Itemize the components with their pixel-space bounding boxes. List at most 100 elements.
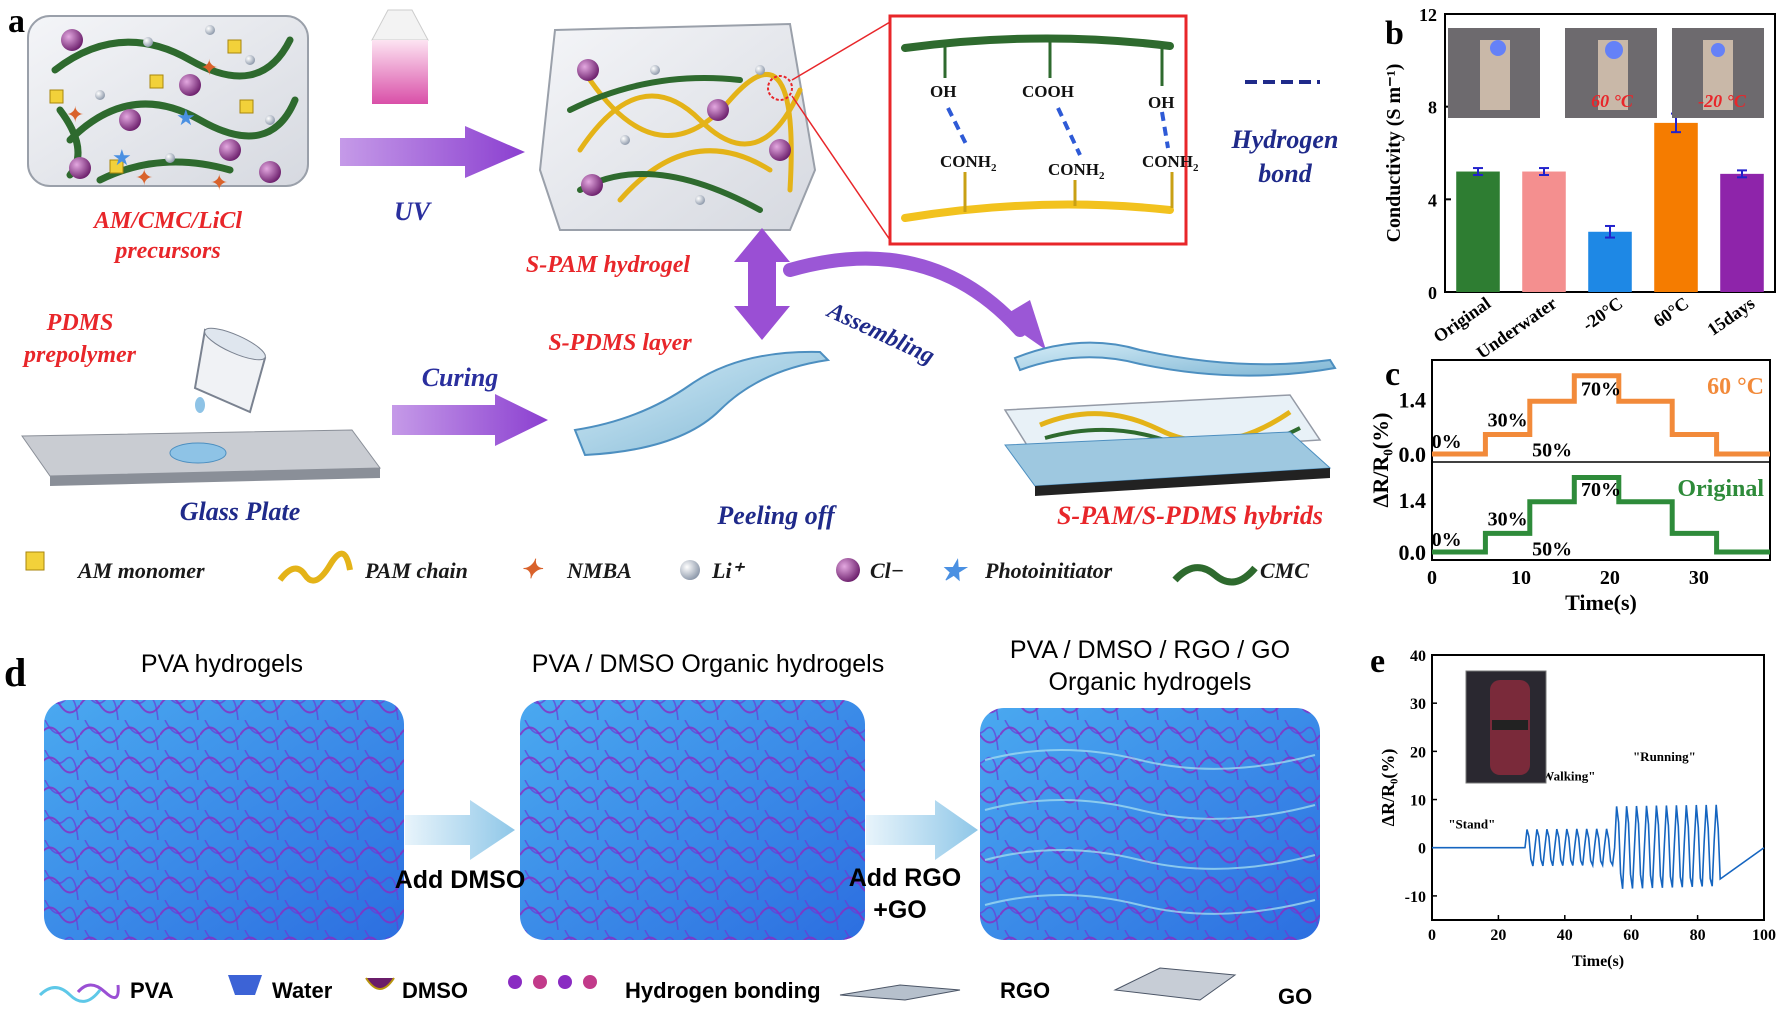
hydrogel-label: S-PAM hydrogel [526,252,691,278]
svg-text:CONH2: CONH2 [1142,152,1199,174]
chart-e-xtick-label: 0 [1428,927,1436,944]
chart-b-ytick-label: 4 [1428,190,1437,210]
chart-e-segment-label: "Running" [1633,749,1696,764]
add-dmso-label: Add DMSO [395,866,526,894]
chart-e-segment-label: "Stand" [1448,816,1495,831]
ion-icon [680,560,700,580]
pdms-label-line1: PDMS [46,310,114,336]
group-oh-2: OH [1148,93,1174,112]
chart-c-xtick-label: 0 [1427,567,1437,589]
chart-c-series-label: 60 °C [1707,374,1764,400]
panel-d-title-3: PVA / DMSO / RGO / GO [1010,636,1290,664]
pdms-droplet [169,442,227,464]
svg-text:Water: Water [272,978,333,1003]
chart-c-series-label: Original [1677,476,1764,502]
precursors-label-line1: AM/CMC/LiCl [92,208,242,234]
group-conh2-1: CONH [940,152,991,171]
panel-letter-e: e [1370,643,1385,680]
chart-e-ytick-label: -10 [1405,889,1426,906]
chart-e-ytick-label: 0 [1418,841,1426,858]
chart-c-step-label: 30% [1488,509,1528,531]
pdms-label-line2: prepolymer [22,342,137,368]
svg-text:GO: GO [1278,984,1312,1009]
group-conh2-2: CONH [1048,160,1099,179]
spdms-layer-label: S-PDMS layer [548,330,692,356]
chart-e-xtick-label: 80 [1690,927,1706,944]
chart-c-ylabel: ΔR/R₀(%) [1368,413,1393,508]
curing-arrow [392,394,548,446]
led-photos: 60 °C -20 °C [1448,28,1764,118]
group-oh-1: OH [930,82,956,101]
chart-b-ytick-label: 0 [1428,283,1437,303]
svg-text:★: ★ [112,145,132,170]
hybrid-assembly [1003,341,1337,496]
chart-b-bar [1456,171,1500,292]
go-icon [1113,967,1237,1001]
chart-c-ytick-label: 0.0 [1399,540,1427,565]
panel-letter-a: a [8,3,25,40]
chart-c-xtick-label: 30 [1689,567,1709,589]
chart-c-series-line [1432,373,1770,457]
chart-e-series-line [1432,804,1765,889]
chart-c-step-label: 0% [1432,529,1462,551]
knee-photo [1465,670,1547,784]
uv-label: UV [394,197,433,226]
chart-e-xtick-label: 60 [1623,927,1639,944]
svg-text:-20 °C: -20 °C [1698,91,1747,111]
pva-dmso-rgo-go-block [980,708,1320,940]
uv-lamp-icon [371,9,429,41]
cube-icon [25,551,45,571]
svg-text:Photoinitiator: Photoinitiator [984,558,1113,583]
chart-c-xlabel: Time(s) [1565,590,1637,615]
chart-c-ytick-label: 1.4 [1399,488,1427,513]
precursors-label-line2: precursors [113,238,220,264]
chain-icon [277,550,353,584]
chart-b-xtick-label: -20°C [1579,293,1627,335]
svg-text:CONH2: CONH2 [1048,160,1105,182]
pva-icon [38,986,102,1003]
star-icon: ★ [940,556,969,587]
star-icon: ✦ [520,555,544,584]
chart-e-ylabel: ΔR/R₀(%) [1378,749,1399,827]
precursor-particles: ✦ ✦ ✦ ✦ ★ ★ [49,25,281,195]
add-rgo-label-line2: +GO [873,896,927,924]
add-rgo-label-line1: Add RGO [849,864,962,892]
water-icon [228,975,262,995]
hbond-icon [508,975,597,989]
svg-text:CONH2: CONH2 [940,152,997,174]
chart-c-step-label: 70% [1581,378,1621,400]
chart-b-xtick-label: 15days [1703,293,1758,340]
rgo-icon [839,984,961,1001]
dmso-icon [365,977,395,990]
svg-text:★: ★ [176,105,196,130]
assembling-arrow [783,251,1027,337]
svg-text:Hydrogen bonding: Hydrogen bonding [625,978,821,1003]
zoom-circle [767,75,793,101]
chart-e-ytick-label: 40 [1410,648,1426,665]
chart-b-bar [1654,122,1698,292]
chart-c-frame [1431,359,1771,561]
panel-letter-c: c [1385,356,1400,393]
svg-text:CMC: CMC [1260,558,1309,583]
chart-c-series-line [1432,475,1770,555]
chart-e-ytick-label: 20 [1410,744,1426,761]
panel-a-legend: AM monomer PAM chain ✦ NMBA Li⁺ Cl− ★ Ph… [25,550,1309,587]
panel-d-title-2: PVA / DMSO Organic hydrogels [532,650,884,678]
svg-text:✦: ✦ [135,165,153,190]
chart-c-step-label: 70% [1581,479,1621,501]
vertical-double-arrow [734,228,790,340]
hbond-legend-line2: bond [1258,159,1312,188]
chart-c-ytick-label: 0.0 [1399,442,1427,467]
chart-b-bar [1588,231,1632,292]
chart-c-step-label: 50% [1532,539,1572,561]
chart-b-ytick-label: 12 [1419,5,1437,25]
add-dmso-arrow [405,800,515,860]
chart-e-ytick-label: 30 [1410,696,1426,713]
uv-beam [372,40,428,104]
svg-text:PAM chain: PAM chain [364,558,468,583]
svg-text:Cl−: Cl− [870,558,904,583]
svg-text:RGO: RGO [1000,978,1050,1003]
assembling-label: Assembling [822,297,939,370]
chart-e-segment-label: "Walking" [1534,768,1595,783]
